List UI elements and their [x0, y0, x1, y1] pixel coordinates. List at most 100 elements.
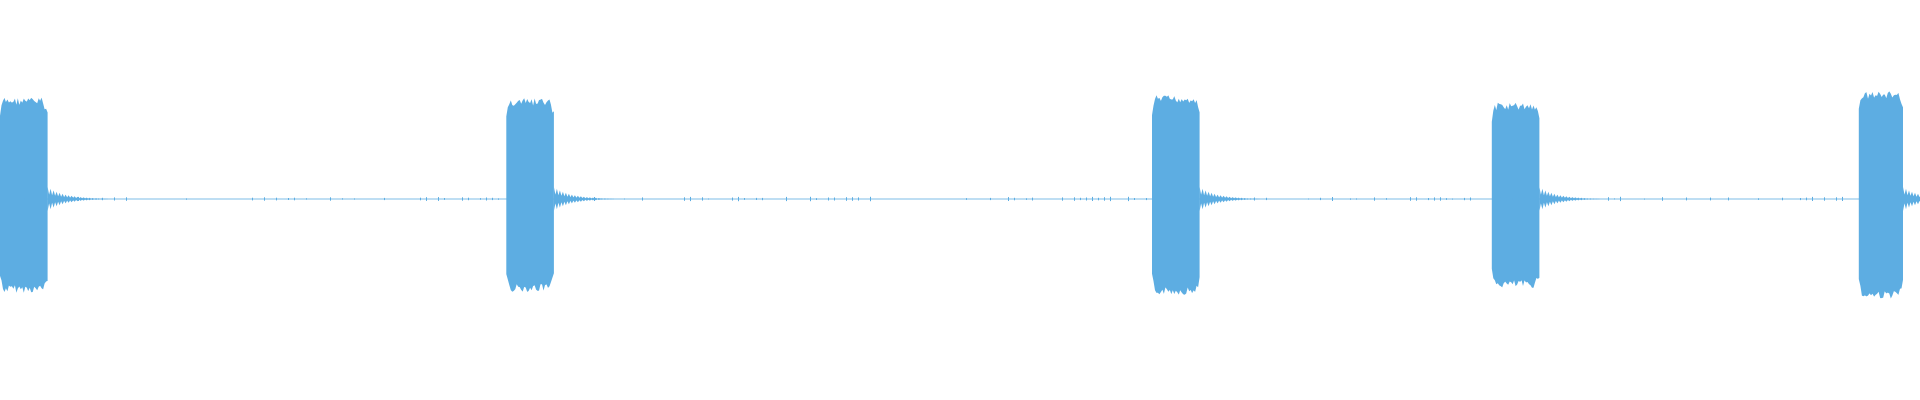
waveform-noise	[762, 197, 763, 201]
waveform-noise	[54, 198, 55, 200]
waveform-noise	[1218, 197, 1219, 201]
waveform-noise	[702, 197, 703, 201]
waveform-noise	[1566, 197, 1567, 201]
waveform-noise	[1128, 196, 1129, 202]
waveform-noise	[342, 198, 343, 200]
waveform-noise	[1320, 197, 1321, 201]
waveform-noise	[1410, 197, 1411, 201]
waveform-noise	[1086, 197, 1087, 201]
waveform-noise	[486, 197, 487, 201]
waveform-noise	[558, 198, 559, 200]
waveform-noise	[186, 198, 187, 200]
waveform-noise	[1374, 197, 1375, 201]
waveform-noise	[1542, 197, 1543, 201]
waveform-noise	[1662, 197, 1663, 201]
waveform-noise	[966, 198, 967, 200]
waveform-noise	[1872, 198, 1873, 200]
waveform-noise	[1530, 198, 1531, 200]
waveform-noise	[852, 197, 853, 201]
waveform-noise	[1434, 197, 1435, 201]
waveform-noise	[744, 198, 745, 200]
waveform-noise	[114, 197, 115, 201]
waveform-noise	[1332, 197, 1333, 201]
waveform-noise	[1806, 197, 1807, 201]
waveform-noise	[756, 197, 757, 200]
waveform-noise	[1308, 198, 1309, 200]
waveform-noise	[1554, 196, 1555, 202]
waveform-decay-tail	[1199, 187, 1260, 211]
waveform-noise	[1350, 198, 1351, 200]
waveform-burst	[0, 97, 48, 293]
waveform-noise	[1092, 196, 1093, 201]
waveform-noise	[306, 198, 307, 200]
waveform-noise	[1416, 197, 1417, 201]
waveform-noise	[1110, 196, 1111, 202]
waveform-noise	[78, 196, 79, 201]
waveform-noise	[642, 197, 643, 201]
waveform-noise	[786, 196, 787, 202]
waveform-noise	[1074, 197, 1075, 201]
waveform-noise	[1470, 197, 1471, 201]
waveform-noise	[1200, 198, 1201, 200]
waveform-noise	[1206, 198, 1207, 200]
waveform-noise	[828, 197, 829, 201]
waveform-decay-tail	[47, 187, 108, 211]
waveform-noise	[1104, 197, 1105, 201]
waveform-noise	[738, 196, 739, 202]
waveform-noise	[102, 197, 103, 201]
waveform-noise	[1182, 197, 1183, 201]
waveform-noise	[480, 198, 481, 200]
waveform-noise	[1170, 198, 1171, 200]
waveform-noise	[1812, 196, 1813, 201]
waveform-noise	[288, 198, 289, 200]
waveform-noise	[1572, 198, 1573, 200]
waveform-noise	[1152, 196, 1153, 201]
waveform-noise	[576, 198, 577, 200]
waveform-noise	[1800, 198, 1801, 201]
waveform-noise	[1902, 196, 1903, 202]
waveform-noise	[1506, 197, 1507, 201]
waveform-noise	[1266, 197, 1267, 201]
waveform-decay-tail	[553, 187, 614, 211]
waveform-decay-tail	[1903, 187, 1920, 211]
waveform-noise	[96, 198, 97, 200]
waveform-noise	[384, 197, 385, 201]
waveform-noise	[498, 198, 499, 200]
waveform-noise	[1188, 197, 1189, 201]
waveform-noise	[1386, 198, 1387, 200]
waveform-noise	[1080, 197, 1081, 201]
waveform-noise	[24, 198, 25, 200]
waveform-noise	[354, 198, 355, 200]
waveform-noise	[1146, 198, 1147, 201]
waveform-noise	[294, 197, 295, 201]
waveform-noise	[846, 197, 847, 201]
waveform-noise	[462, 197, 463, 201]
waveform-noise	[420, 197, 421, 201]
waveform-noise	[1062, 197, 1063, 201]
waveform-noise	[1452, 198, 1453, 200]
waveform-bursts	[0, 91, 1920, 299]
waveform-noise	[1686, 197, 1687, 201]
waveform-noise	[1836, 197, 1837, 201]
waveform-noise	[1518, 197, 1519, 201]
waveform-noise	[594, 197, 595, 201]
waveform-noise	[1014, 197, 1015, 201]
waveform-noise	[1008, 197, 1009, 201]
waveform-noise	[690, 196, 691, 202]
waveform-noise	[1512, 198, 1513, 200]
waveform-noise	[1842, 196, 1843, 201]
waveform-noise	[426, 197, 427, 201]
waveform-noise	[1758, 198, 1759, 200]
waveform-noise	[1464, 197, 1465, 201]
waveform-noise	[708, 198, 709, 200]
waveform-noise	[1710, 197, 1711, 201]
waveform-noise	[444, 198, 445, 200]
waveform-noise	[1620, 196, 1621, 202]
waveform-noise	[624, 198, 625, 200]
waveform-noise	[600, 198, 601, 200]
waveform-noise	[816, 198, 817, 200]
waveform-noise	[1728, 197, 1729, 201]
waveform-noise	[252, 197, 253, 201]
